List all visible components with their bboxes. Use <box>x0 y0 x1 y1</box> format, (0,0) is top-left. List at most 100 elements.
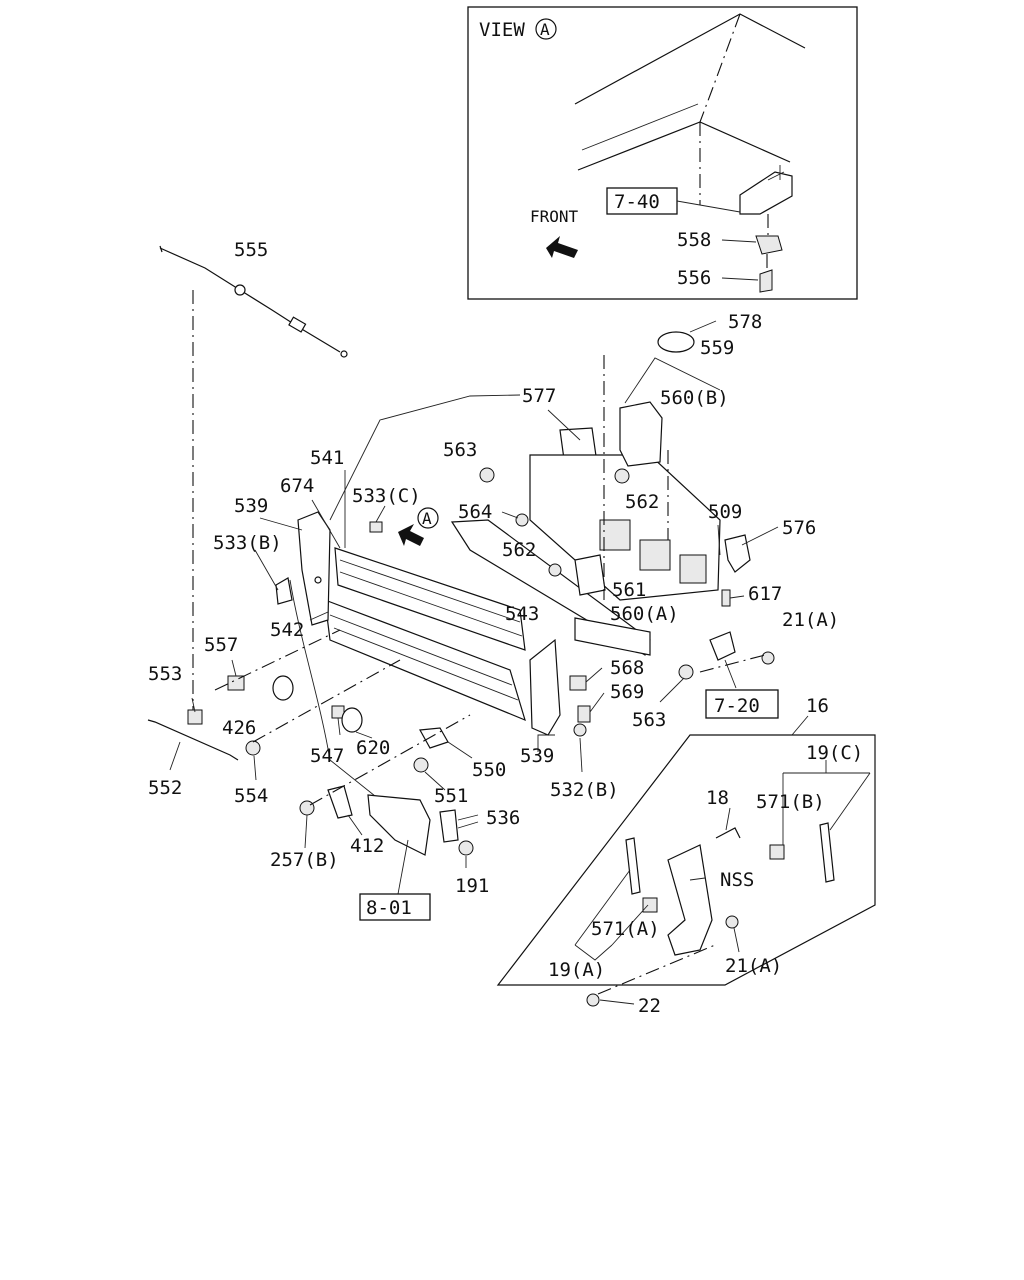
label-543: 543 <box>505 603 539 625</box>
hood-outline <box>329 394 521 521</box>
cable-555-tip <box>340 350 348 358</box>
leader-559 <box>624 357 721 404</box>
inset-frame <box>467 6 858 300</box>
cover-nss <box>667 844 713 956</box>
bolt-563-right <box>678 664 694 680</box>
label-569: 569 <box>610 681 644 703</box>
ref-box-7-20 <box>705 689 779 719</box>
label-561: 561 <box>612 579 646 601</box>
bolt-257b <box>299 800 315 816</box>
rod-552 <box>147 719 239 761</box>
label-617: 617 <box>748 583 782 605</box>
label-620: 620 <box>356 737 390 759</box>
step-panel-16 <box>496 715 876 1007</box>
inset-view-title: VIEW <box>479 19 525 41</box>
cable-555-end <box>159 245 163 253</box>
label-19c: 19(C) <box>806 742 863 764</box>
bracket-550 <box>419 727 449 749</box>
panel-16-outline <box>496 734 876 986</box>
rod-18 <box>715 827 741 839</box>
label-22: 22 <box>638 995 661 1017</box>
lamp-8-01 <box>367 794 431 856</box>
panel-541-ribs <box>339 559 523 637</box>
label-563-top: 563 <box>443 439 477 461</box>
grommet-568 <box>569 675 587 691</box>
label-542: 542 <box>270 619 304 641</box>
leader-257b <box>304 814 308 849</box>
leader-553 <box>191 697 196 713</box>
clip-569 <box>577 705 591 723</box>
strip-19a <box>625 837 641 895</box>
part-556-fastener <box>759 269 773 293</box>
leader-564 <box>501 511 519 519</box>
inset-bracket-detail <box>767 165 785 181</box>
label-562-upper: 562 <box>625 491 659 513</box>
bracket-539-hole <box>314 576 322 584</box>
leader-7-40 <box>676 200 741 213</box>
leader-568 <box>585 667 603 683</box>
label-539-left: 539 <box>234 495 268 517</box>
label-21a-lower: 21(A) <box>725 955 782 977</box>
clip-571b <box>769 844 785 860</box>
pad-561 <box>574 554 606 596</box>
label-559: 559 <box>700 337 734 359</box>
label-547: 547 <box>310 745 344 767</box>
dash-563-21a <box>699 654 766 673</box>
lower-outline <box>289 579 381 801</box>
leader-554 <box>253 755 257 781</box>
leader-539a <box>259 517 303 531</box>
nut-564 <box>515 513 529 527</box>
clip-576 <box>724 534 751 573</box>
leader-536 <box>457 814 479 829</box>
bracket-539-left <box>297 511 331 626</box>
label-554: 554 <box>234 785 268 807</box>
dash-257b <box>309 714 471 806</box>
cable-555-sleeve <box>288 316 307 333</box>
inset-cab-edge <box>581 103 699 151</box>
bolt-563-top <box>479 467 495 483</box>
leader-557 <box>231 659 237 677</box>
label-536: 536 <box>486 807 520 829</box>
label-552: 552 <box>148 777 182 799</box>
leader-552 <box>169 741 181 771</box>
inset-view-letter: A <box>540 20 550 39</box>
leader-509 <box>717 524 721 556</box>
dashed-leaders <box>214 355 766 806</box>
label-674: 674 <box>280 475 314 497</box>
plug-426 <box>272 675 294 701</box>
leader-617 <box>729 595 745 599</box>
leader-533c <box>375 505 386 523</box>
bracket-533b <box>275 577 293 605</box>
panel-542-ribs <box>329 614 519 701</box>
cover-560b <box>619 401 663 467</box>
bracket-7-20 <box>709 631 736 661</box>
bolt-532b <box>573 723 587 737</box>
label-426: 426 <box>222 717 256 739</box>
leader-576 <box>741 526 779 546</box>
leader-551 <box>424 771 446 791</box>
front-panel-assembly <box>275 331 751 736</box>
label-257b: 257(B) <box>270 849 339 871</box>
leader-412 <box>347 814 363 836</box>
label-563-right: 563 <box>632 709 666 731</box>
leader-19a-strip <box>574 869 631 946</box>
bracket-412 <box>327 785 353 819</box>
leader-8-01 <box>397 839 409 895</box>
label-560a: 560(A) <box>610 603 679 625</box>
view-a-arrow-icon <box>398 524 424 546</box>
label-533b: 533(B) <box>213 532 282 554</box>
leader-578 <box>689 320 717 333</box>
cable-555-line <box>159 247 341 353</box>
leader-563b <box>659 677 685 703</box>
bracket-536 <box>439 809 459 843</box>
frame-509-window-2 <box>639 539 671 571</box>
leader-547 <box>337 717 341 736</box>
inset-view-circle <box>535 18 557 40</box>
leader-16 <box>791 715 809 736</box>
inset-cab-pillar <box>699 13 741 123</box>
label-577: 577 <box>522 385 556 407</box>
leader-558 <box>721 239 757 243</box>
screw-22 <box>586 993 600 1007</box>
leader-569 <box>589 692 605 713</box>
ref-box-8-01 <box>359 893 431 921</box>
